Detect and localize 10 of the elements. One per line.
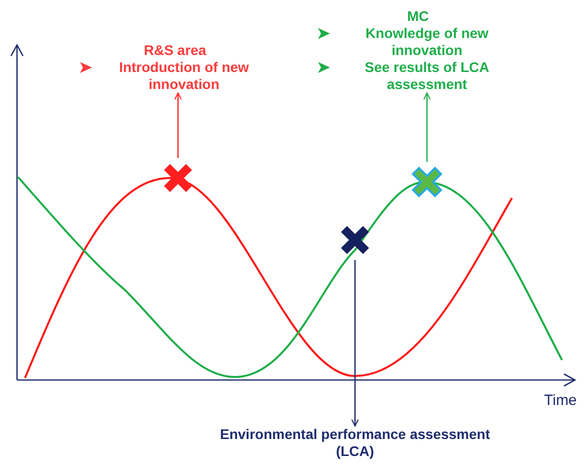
heading-text: MC xyxy=(406,8,430,25)
bullet-text: See results of LCA assessment xyxy=(364,59,490,93)
arrow xyxy=(351,260,359,427)
heading-text: R&S area xyxy=(142,42,208,59)
axis-label: Time xyxy=(544,392,577,409)
annotation-text: Environmental performance assessment (LCA) xyxy=(219,426,491,460)
arrow xyxy=(174,92,182,158)
bullet-text: Introduction of new innovation xyxy=(118,59,250,93)
bullet-text: Knowledge of new innovation xyxy=(364,25,490,59)
arrow xyxy=(423,92,431,162)
